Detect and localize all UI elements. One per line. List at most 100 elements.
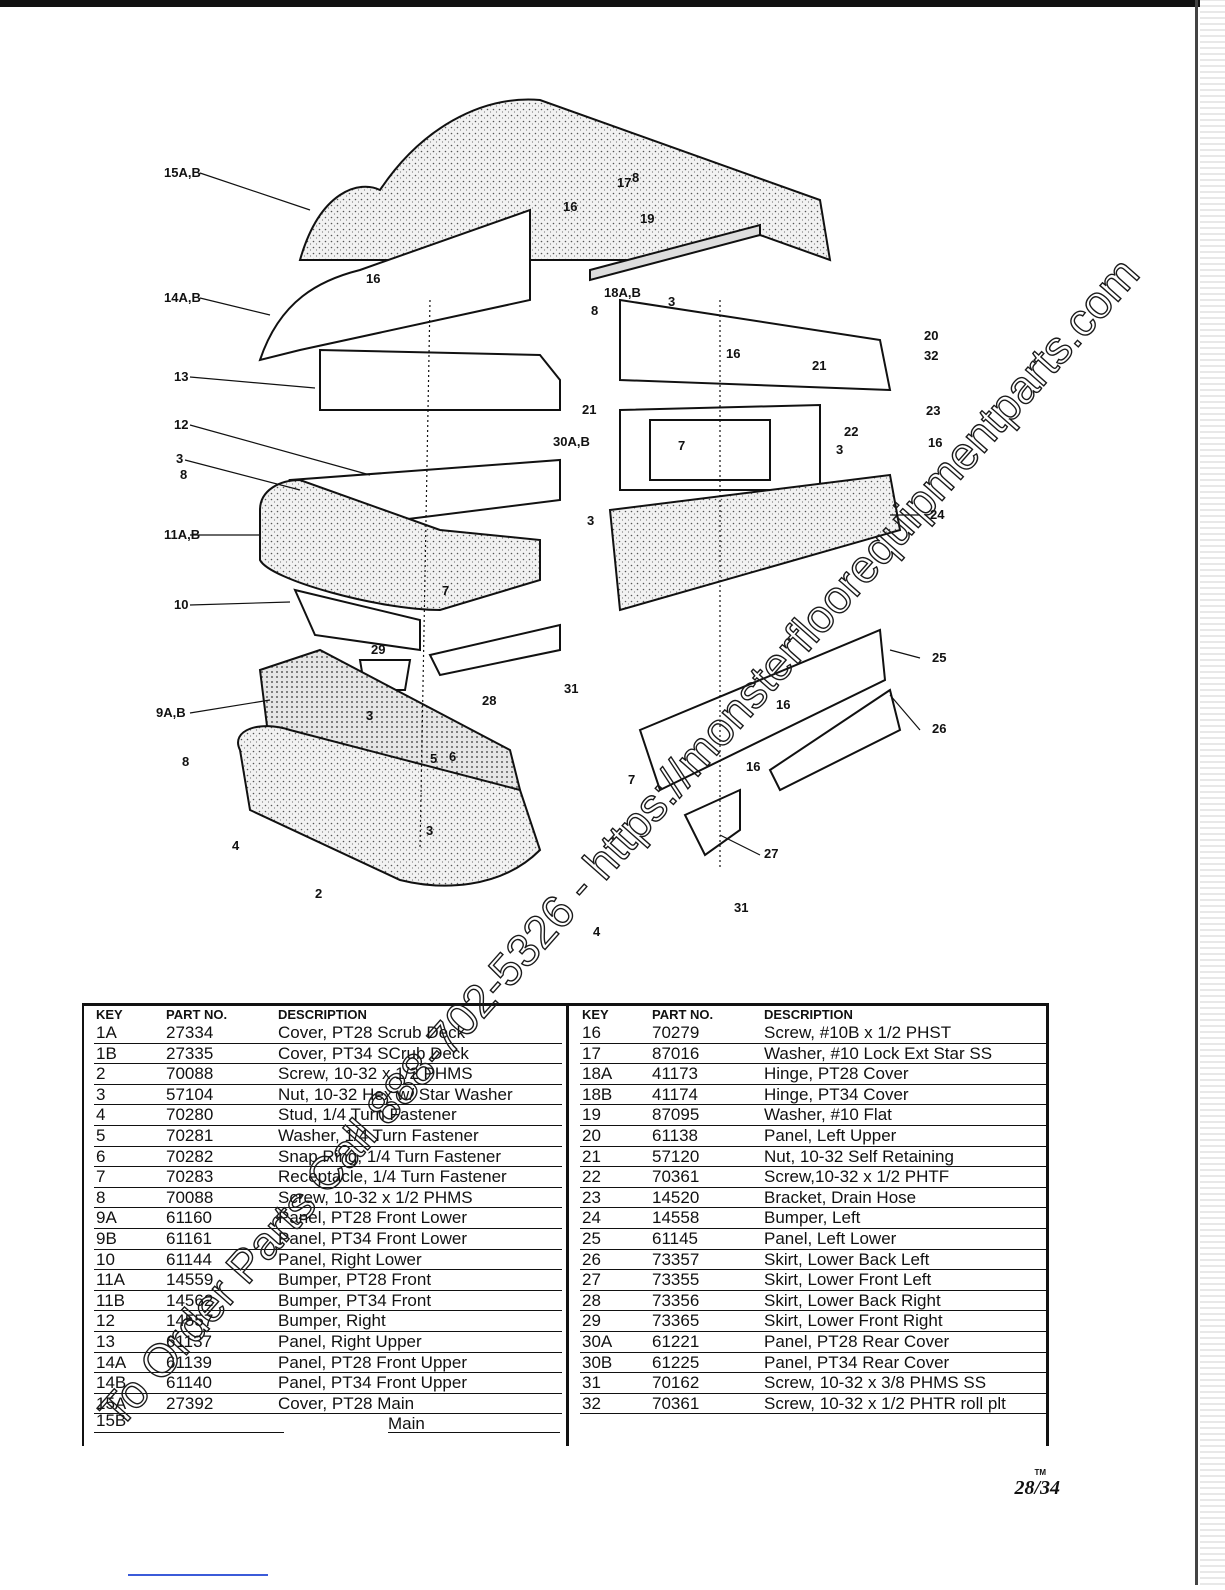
row-description: Panel, PT34 Front Lower [278, 1228, 467, 1248]
callout-16a: 16 [366, 271, 380, 286]
right-border-rule [1195, 0, 1198, 1585]
callout-31b: 31 [734, 900, 748, 915]
row-description: Bumper, PT28 Front [278, 1270, 432, 1290]
row-part-no: 41174 [652, 1084, 699, 1104]
callout-16f: 16 [746, 759, 760, 774]
row-part-no: 57104 [166, 1084, 214, 1104]
row-description: Panel, PT28 Front Upper [278, 1352, 467, 1372]
row-description: Bumper, Left [764, 1208, 861, 1228]
page-footer: TM 28/34 [990, 1468, 1060, 1508]
row-part-no: 27335 [166, 1043, 214, 1063]
callout-3b: 3 [668, 294, 675, 309]
row-description: Hinge, PT34 Cover [764, 1084, 909, 1104]
row-key: 25 [582, 1228, 601, 1248]
bottom-link-underline[interactable] [128, 1574, 268, 1576]
row-key: 15A [96, 1393, 127, 1413]
row-part-no: 61225 [652, 1352, 700, 1372]
left-lower-panel-part [638, 628, 887, 792]
row-part-no: 61161 [166, 1228, 213, 1248]
callout-7a: 7 [678, 438, 685, 453]
row-key: 15B [96, 1411, 127, 1431]
hinge-part [589, 223, 761, 282]
right-lower-panel-part [293, 588, 421, 652]
row-part-no: 27334 [166, 1023, 214, 1042]
row-key: 7 [96, 1167, 106, 1187]
table-right-border [1046, 1003, 1049, 1446]
callout-16e: 16 [776, 697, 790, 712]
header-part-no: PART NO. [166, 1007, 228, 1022]
callout-15ab: 15A,B [164, 165, 201, 180]
callout-16c: 16 [726, 346, 740, 361]
main-cover-part [298, 98, 832, 262]
header-key: KEY [582, 1007, 609, 1022]
callout-4a: 4 [232, 838, 240, 853]
left-upper-panel-part [619, 298, 892, 392]
callout-8b: 8 [182, 754, 189, 769]
row-key: 10 [96, 1249, 115, 1269]
scrub-deck-cover-part [237, 725, 542, 887]
row-part-no: 61144 [166, 1249, 213, 1269]
table-top-border [82, 1003, 1048, 1006]
callout-9ab: 9A,B [156, 705, 186, 720]
table-row: 20 61138 Panel, Left Upper [574, 1126, 1052, 1147]
callout-16d: 16 [928, 435, 942, 450]
row-part-no: 87095 [652, 1105, 700, 1125]
callout-28: 28 [482, 693, 496, 708]
row-key: 20 [582, 1125, 601, 1145]
callout-3c: 3 [836, 442, 843, 457]
exploded-parts-diagram: 15A,B 14A,B 13 12 3 8 11A,B 10 9A,B 8 4 … [120, 90, 1120, 990]
callout-3f: 3 [426, 823, 433, 838]
row-part-no: 27392 [166, 1393, 214, 1413]
row-key: 29 [582, 1311, 601, 1331]
callout-13: 13 [174, 369, 188, 384]
header-key: KEY [96, 1007, 123, 1022]
row-description: Skirt, Lower Front Right [764, 1311, 943, 1331]
row-part-no: 61140 [166, 1373, 213, 1393]
row-key: 12 [96, 1311, 115, 1331]
callout-25: 25 [932, 650, 946, 665]
row-description: Snap Ring, 1/4 Turn Fastener [278, 1146, 502, 1166]
row-part-no: 14520 [652, 1187, 700, 1207]
trademark-symbol: TM [1034, 1468, 1046, 1477]
callout-6: 6 [449, 749, 456, 764]
row-description: Hinge, PT28 Cover [764, 1064, 909, 1084]
row-part-no: 61221 [652, 1331, 700, 1351]
row-description: Bumper, PT34 Front [278, 1290, 432, 1310]
row-part-no: 41173 [652, 1064, 699, 1084]
callout-17: 17 [617, 175, 631, 190]
row-part-no: 70280 [166, 1105, 214, 1125]
row-part-no: 73365 [652, 1311, 700, 1331]
row-part-no: 70088 [166, 1187, 214, 1207]
row-part-no: 70361 [652, 1393, 700, 1413]
row-key: 6 [96, 1146, 106, 1166]
header-description: DESCRIPTION [764, 1007, 853, 1022]
diagram-svg: 15A,B 14A,B 13 12 3 8 11A,B 10 9A,B 8 4 … [156, 98, 946, 939]
row-part-no: 70279 [652, 1023, 700, 1042]
row-description: Panel, Left Upper [764, 1125, 897, 1145]
callout-30ab: 30A,B [553, 434, 590, 449]
row-part-no: 61138 [652, 1125, 699, 1145]
row-description: Screw, 10-32 x 1/2 PHMS [278, 1064, 473, 1084]
row-key: 5 [96, 1125, 106, 1145]
front-upper-panel-part [258, 208, 531, 362]
row-key: 28 [582, 1290, 601, 1310]
callout-22: 22 [844, 424, 858, 439]
row-key: 13 [96, 1331, 115, 1351]
callout-8c: 8 [632, 170, 639, 185]
callout-19: 19 [640, 211, 654, 226]
callout-24: 24 [930, 507, 945, 522]
row-key: 30A [582, 1331, 613, 1351]
